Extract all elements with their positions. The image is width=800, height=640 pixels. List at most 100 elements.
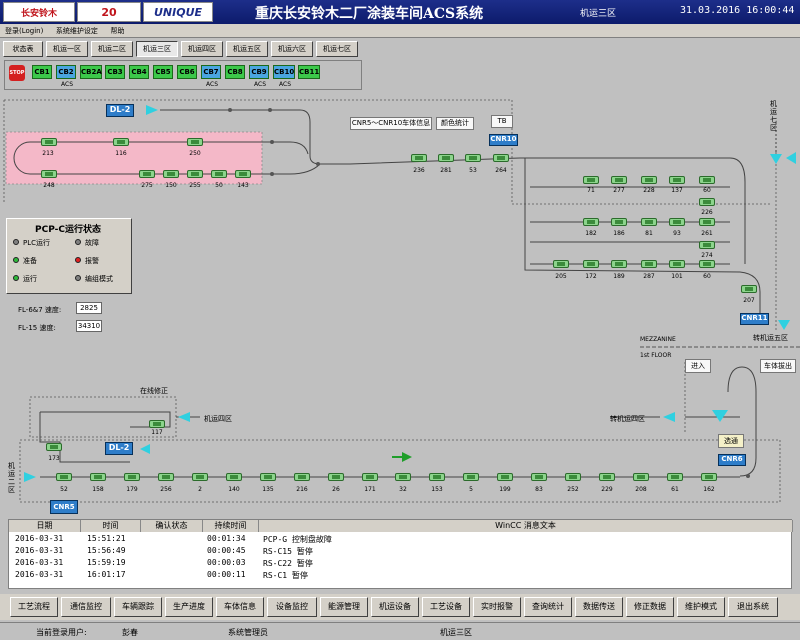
col-duration-header[interactable]: 持续时间 [203, 520, 259, 532]
cnr5-node[interactable]: CNR5 [50, 500, 78, 514]
function-button-9[interactable]: 实时报警 [473, 597, 521, 617]
function-button-10[interactable]: 查询统计 [524, 597, 572, 617]
function-button-14[interactable]: 退出系统 [728, 597, 778, 617]
car[interactable] [225, 472, 243, 482]
car[interactable] [582, 175, 600, 185]
car[interactable] [138, 169, 156, 179]
cnr11-node[interactable]: CNR11 [740, 313, 769, 325]
car[interactable] [496, 472, 514, 482]
car[interactable] [259, 472, 277, 482]
car[interactable] [668, 175, 686, 185]
car[interactable] [698, 240, 716, 250]
car[interactable] [582, 259, 600, 269]
car[interactable] [437, 153, 455, 163]
cb8-button[interactable]: CB8 [225, 65, 245, 79]
tab-status-table[interactable]: 状态表 [3, 41, 43, 57]
tab-area-2[interactable]: 机运二区 [91, 41, 133, 57]
car[interactable] [640, 259, 658, 269]
cb3-button[interactable]: CB3 [105, 65, 125, 79]
menu-help[interactable]: 帮助 [110, 27, 125, 35]
function-button-13[interactable]: 维护模式 [677, 597, 725, 617]
car[interactable] [148, 419, 166, 429]
car[interactable] [210, 169, 228, 179]
car[interactable] [186, 137, 204, 147]
function-button-1[interactable]: 通信监控 [61, 597, 111, 617]
function-button-5[interactable]: 设备监控 [267, 597, 317, 617]
car[interactable] [698, 175, 716, 185]
car[interactable] [552, 259, 570, 269]
car-extract-button[interactable]: 车体拔出 [760, 359, 796, 373]
function-button-3[interactable]: 生产进度 [165, 597, 213, 617]
cnr10-node[interactable]: CNR10 [489, 134, 518, 146]
car[interactable] [428, 472, 446, 482]
car[interactable] [394, 472, 412, 482]
car[interactable] [640, 175, 658, 185]
menu-maintenance[interactable]: 系统维护设定 [55, 27, 98, 35]
car[interactable] [191, 472, 209, 482]
car[interactable] [462, 472, 480, 482]
tab-area-7[interactable]: 机运七区 [316, 41, 358, 57]
car[interactable] [234, 169, 252, 179]
car[interactable] [123, 472, 141, 482]
car[interactable] [89, 472, 107, 482]
car[interactable] [610, 175, 628, 185]
cb2-button[interactable]: CB2 [56, 65, 76, 79]
car[interactable] [610, 259, 628, 269]
cb6-button[interactable]: CB6 [177, 65, 197, 79]
car[interactable] [293, 472, 311, 482]
car[interactable] [668, 259, 686, 269]
col-ack-header[interactable]: 确认状态 [141, 520, 203, 532]
car[interactable] [410, 153, 428, 163]
select-button[interactable]: 选通 [718, 434, 744, 448]
car[interactable] [45, 442, 63, 452]
car-info-button[interactable]: CNR5～CNR10车体信息 [350, 117, 432, 130]
car[interactable] [157, 472, 175, 482]
dl2-top-node[interactable]: DL-2 [106, 104, 134, 117]
car[interactable] [632, 472, 650, 482]
tab-area-3[interactable]: 机运三区 [136, 41, 178, 57]
cb2a-button[interactable]: CB2A [80, 65, 102, 79]
function-button-4[interactable]: 车体信息 [216, 597, 264, 617]
car[interactable] [640, 217, 658, 227]
function-button-12[interactable]: 修正数据 [626, 597, 674, 617]
stop-icon[interactable]: STOP [9, 65, 25, 81]
function-button-2[interactable]: 车辆跟踪 [114, 597, 162, 617]
function-button-7[interactable]: 机运设备 [371, 597, 419, 617]
car[interactable] [610, 217, 628, 227]
cb5-button[interactable]: CB5 [153, 65, 173, 79]
car[interactable] [666, 472, 684, 482]
tab-area-4[interactable]: 机运四区 [181, 41, 223, 57]
tab-area-6[interactable]: 机运六区 [271, 41, 313, 57]
car[interactable] [740, 284, 758, 294]
cb1-button[interactable]: CB1 [32, 65, 52, 79]
col-message-header[interactable]: WinCC 消息文本 [259, 520, 793, 532]
car[interactable] [698, 259, 716, 269]
function-button-11[interactable]: 数据传送 [575, 597, 623, 617]
dl2-bottom-node[interactable]: DL-2 [105, 442, 133, 455]
menu-login[interactable]: 登录(Login) [5, 27, 44, 35]
cb11-button[interactable]: CB11 [298, 65, 320, 79]
car[interactable] [464, 153, 482, 163]
col-time-header[interactable]: 时间 [81, 520, 141, 532]
car[interactable] [582, 217, 600, 227]
car[interactable] [112, 137, 130, 147]
function-button-8[interactable]: 工艺设备 [422, 597, 470, 617]
car[interactable] [698, 197, 716, 207]
car[interactable] [40, 137, 58, 147]
col-date-header[interactable]: 日期 [9, 520, 81, 532]
car[interactable] [668, 217, 686, 227]
car[interactable] [700, 472, 718, 482]
car[interactable] [40, 169, 58, 179]
car[interactable] [327, 472, 345, 482]
cb9-button[interactable]: CB9 [249, 65, 269, 79]
car[interactable] [186, 169, 204, 179]
car[interactable] [492, 153, 510, 163]
car[interactable] [162, 169, 180, 179]
cb10-button[interactable]: CB10 [273, 65, 295, 79]
car[interactable] [598, 472, 616, 482]
color-stats-button[interactable]: 颜色统计 [436, 117, 474, 130]
car[interactable] [530, 472, 548, 482]
car[interactable] [564, 472, 582, 482]
enter-button[interactable]: 进入 [685, 359, 711, 373]
